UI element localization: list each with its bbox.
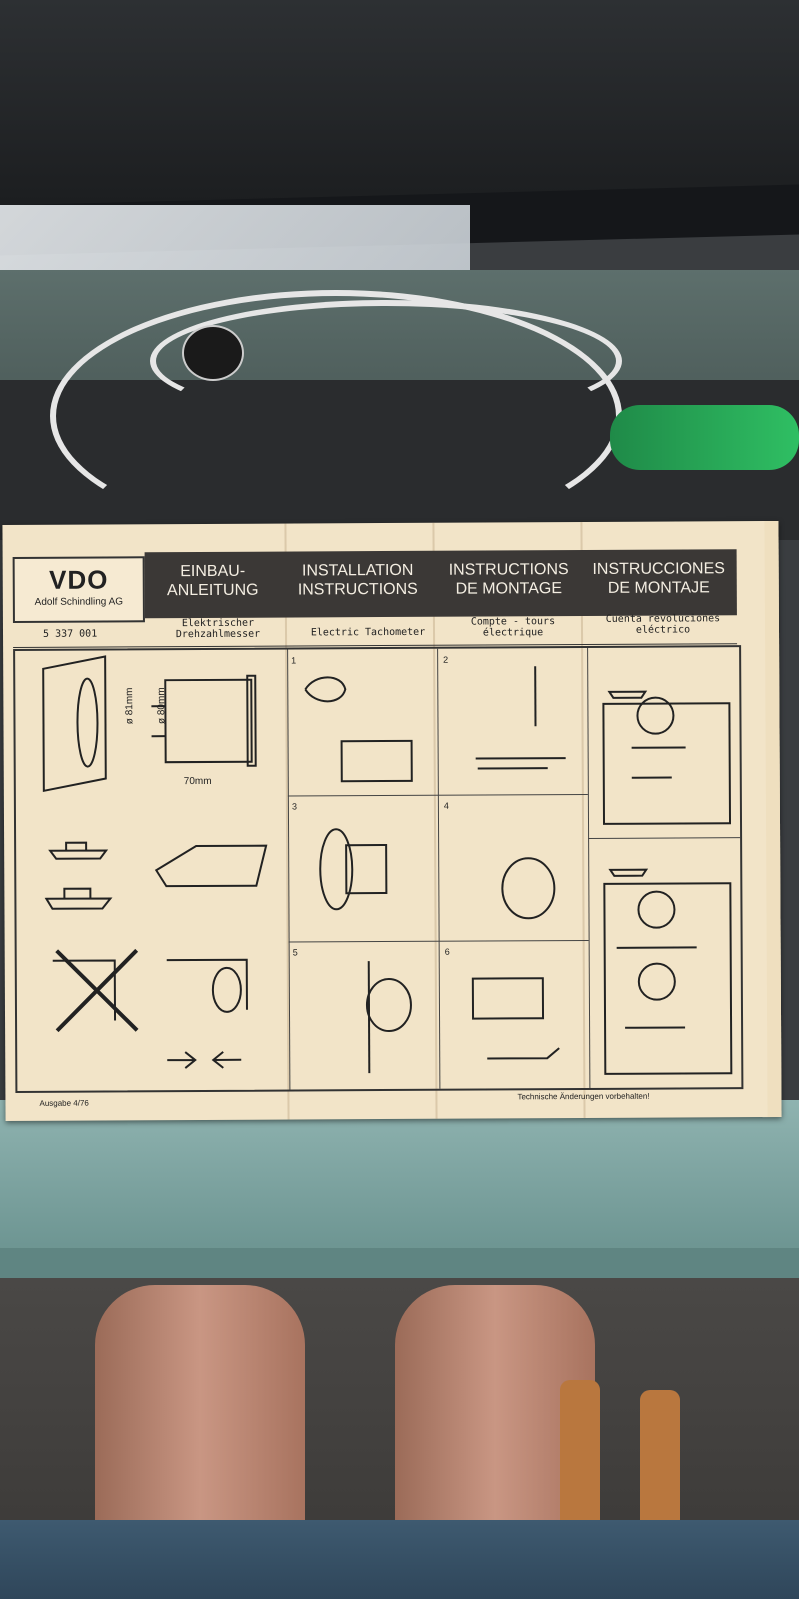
brand-logo-box: VDO Adolf Schindling AG <box>12 556 145 623</box>
title-german: EINBAU- ANLEITUNG <box>166 562 259 600</box>
chair-leg <box>560 1380 600 1530</box>
title-spanish: INSTRUCCIONES DE MONTAJE <box>592 560 725 597</box>
sticker-badge <box>182 325 244 381</box>
teal-shelf <box>0 1100 799 1250</box>
white-cable-loop <box>150 300 622 422</box>
line-illustrations <box>42 655 733 1075</box>
brand-logo: VDO <box>48 564 109 595</box>
instruction-leaflet: VDO Adolf Schindling AG EINBAU- ANLEITUN… <box>2 520 782 1122</box>
edition-note: Ausgabe 4/76 <box>39 1098 89 1108</box>
company-name: Adolf Schindling AG <box>34 596 124 608</box>
title-english: INSTALLATION INSTRUCTIONS <box>297 561 418 599</box>
laptop-lid <box>0 0 799 205</box>
title-french: INSTRUCTIONS DE MONTAGE <box>448 561 569 598</box>
part-number: 5 337 001 <box>42 628 98 640</box>
jeans <box>0 1520 799 1599</box>
subtitle-spanish: Cuenta revoluciones eléctrico <box>605 613 721 636</box>
header-band: EINBAU- ANLEITUNG INSTALLATION INSTRUCTI… <box>144 549 737 619</box>
subtitle-german: Elektrischer Drehzahlmesser <box>175 617 261 641</box>
subtitle-row: 5 337 001 Elektrischer Drehzahlmesser El… <box>12 613 738 648</box>
green-clip <box>610 405 799 470</box>
chair-leg-right <box>640 1390 680 1530</box>
subtitle-english: Electric Tachometer <box>310 626 426 639</box>
shelf-edge <box>0 1248 799 1278</box>
illustration-grid: 1 2 3 4 5 6 ø 81mm ø 80mm 70mm <box>13 645 744 1093</box>
changes-notice: Technische Änderungen vorbehalten! <box>517 1091 650 1102</box>
subtitle-french: Compte - tours électrique <box>470 616 556 639</box>
